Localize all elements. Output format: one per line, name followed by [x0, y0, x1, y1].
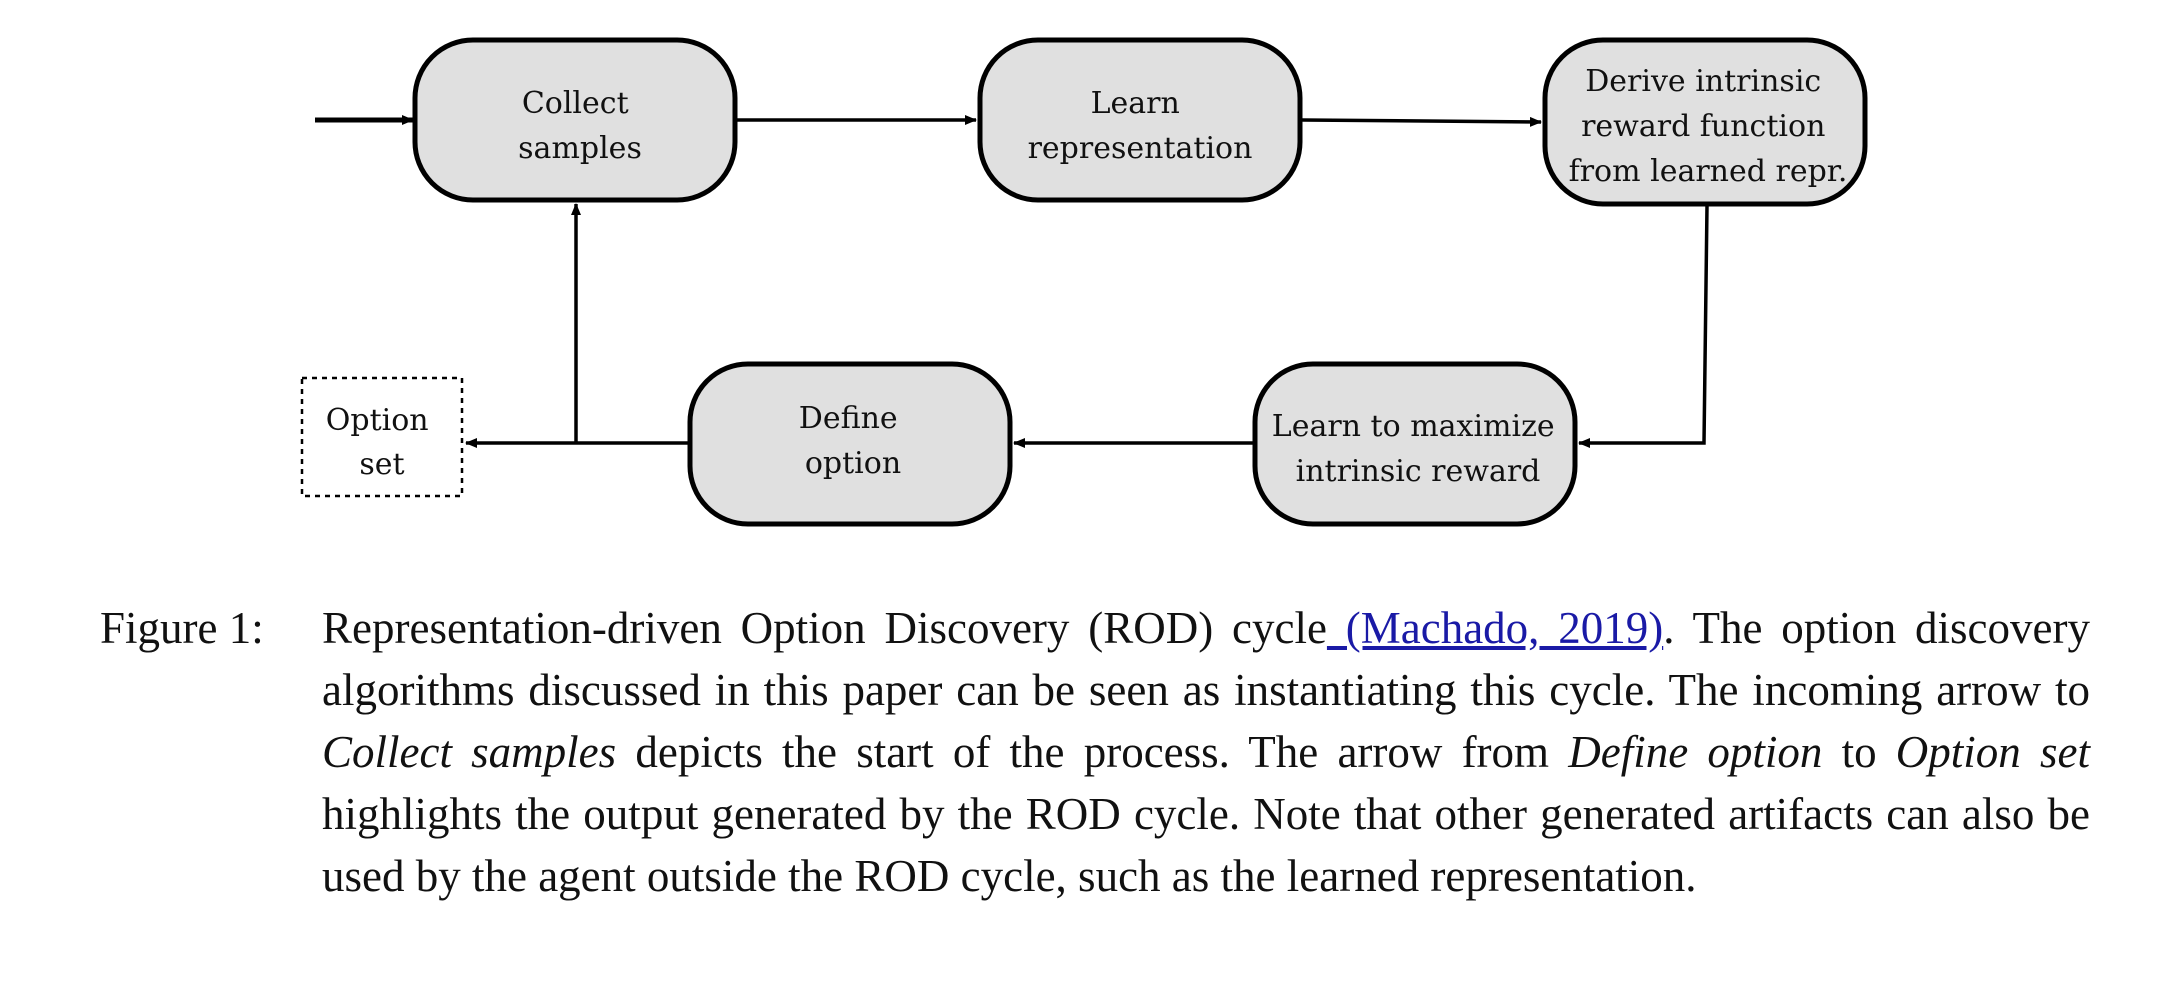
- node-option-set: Option set: [300, 376, 464, 498]
- svg-text:Learn representation: Learn representation: [1028, 86, 1253, 166]
- figure-label: Figure 1:: [100, 603, 264, 653]
- svg-text:Define option: Define option: [799, 401, 907, 481]
- svg-text:Collect samples: Collect samples: [518, 86, 642, 166]
- caption-body: Representation-driven Option Discovery (…: [322, 597, 2090, 907]
- svg-text:Option set: Option set: [326, 403, 438, 482]
- caption-text: highlights the output generated by the R…: [322, 789, 2090, 901]
- caption-emphasis: Collect samples: [322, 727, 617, 777]
- caption-text: depicts the start of the process. The ar…: [616, 727, 1569, 777]
- citation-link[interactable]: (Machado, 2019): [1326, 603, 1664, 653]
- node-define-option: Define option: [687, 361, 1013, 527]
- node-collect-samples: Collect samples: [412, 37, 738, 203]
- figure-caption: Figure 1: Representation-driven Option D…: [100, 597, 2090, 907]
- svg-text:Learn to maximize intrin: Learn to maximize intrinsic reward: [1272, 409, 1564, 489]
- arrow-derive-to-maximize: [1578, 205, 1709, 448]
- rod-cycle-diagram: Collect samples Learn representation Der…: [300, 37, 1868, 527]
- caption-emphasis: Define option: [1568, 727, 1823, 777]
- node-learn-representation: Learn representation: [977, 37, 1303, 203]
- caption-text: . The option discovery algorithms discus…: [322, 603, 2090, 715]
- svg-text:Derive intrinsic reward: Derive intrinsic reward function from le…: [1569, 64, 1848, 189]
- node-learn-to-maximize: Learn to maximize intrinsic reward: [1252, 361, 1578, 527]
- caption-text: to: [1822, 727, 1896, 777]
- node-derive-intrinsic-reward: Derive intrinsic reward function from le…: [1542, 37, 1868, 207]
- caption-emphasis: Option set: [1895, 727, 2090, 777]
- arrow-learn-to-derive: [1301, 116, 1542, 127]
- caption-text: Representation-driven Option Discovery (…: [322, 603, 1327, 653]
